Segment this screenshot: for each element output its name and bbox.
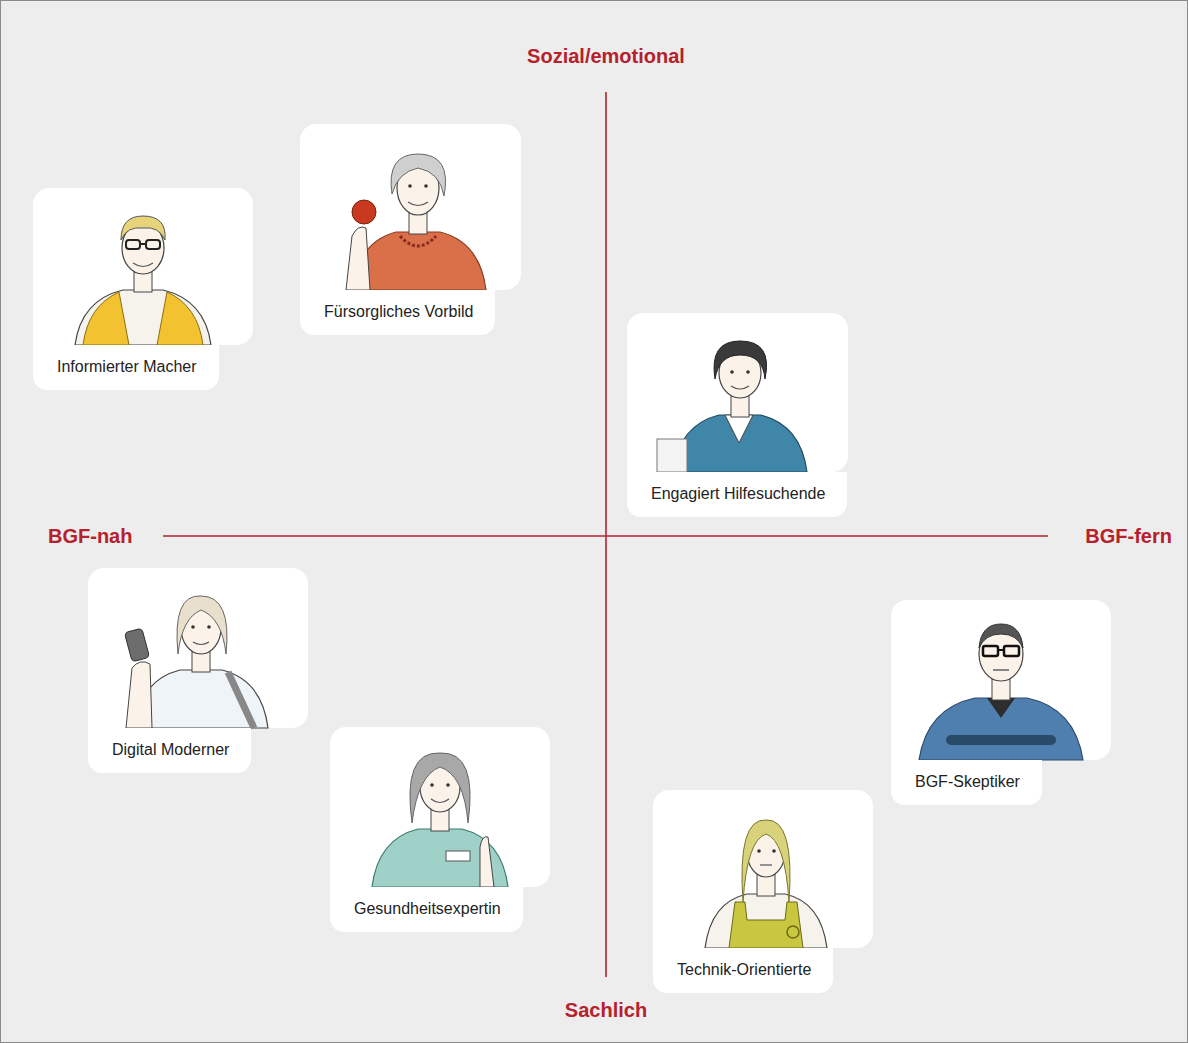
persona-card: Gesundheitsexpertin [330, 727, 550, 932]
persona-name: Engagiert Hilfesuchende [627, 472, 847, 517]
axis-lines [163, 92, 1048, 977]
persona-card: Technik-Orientierte [653, 790, 873, 993]
persona-card: Informierter Macher [33, 188, 253, 390]
persona-card: Digital Moderner [88, 568, 308, 773]
axis-label: BGF-fern [1085, 524, 1172, 548]
persona-card [300, 124, 521, 290]
persona-card: BGF-Skeptiker [891, 600, 1111, 805]
persona-card [653, 790, 873, 948]
persona-name: Informierter Macher [33, 345, 219, 390]
axis-label: BGF-nah [48, 524, 132, 548]
persona-name: Digital Moderner [88, 728, 251, 773]
persona-card [88, 568, 308, 728]
persona-card: Fürsorgliches Vorbild [300, 124, 521, 335]
axis-label: Sozial/emotional [527, 44, 685, 68]
persona-card [33, 188, 253, 345]
persona-name: Gesundheitsexpertin [330, 887, 523, 932]
persona-card [330, 727, 550, 887]
persona-card: Engagiert Hilfesuchende [627, 313, 848, 517]
persona-name: Fürsorgliches Vorbild [300, 290, 495, 335]
axis-label: Sachlich [565, 998, 647, 1022]
persona-name: Technik-Orientierte [653, 948, 833, 993]
persona-card [891, 600, 1111, 760]
persona-card [627, 313, 848, 472]
persona-name: BGF-Skeptiker [891, 760, 1042, 805]
